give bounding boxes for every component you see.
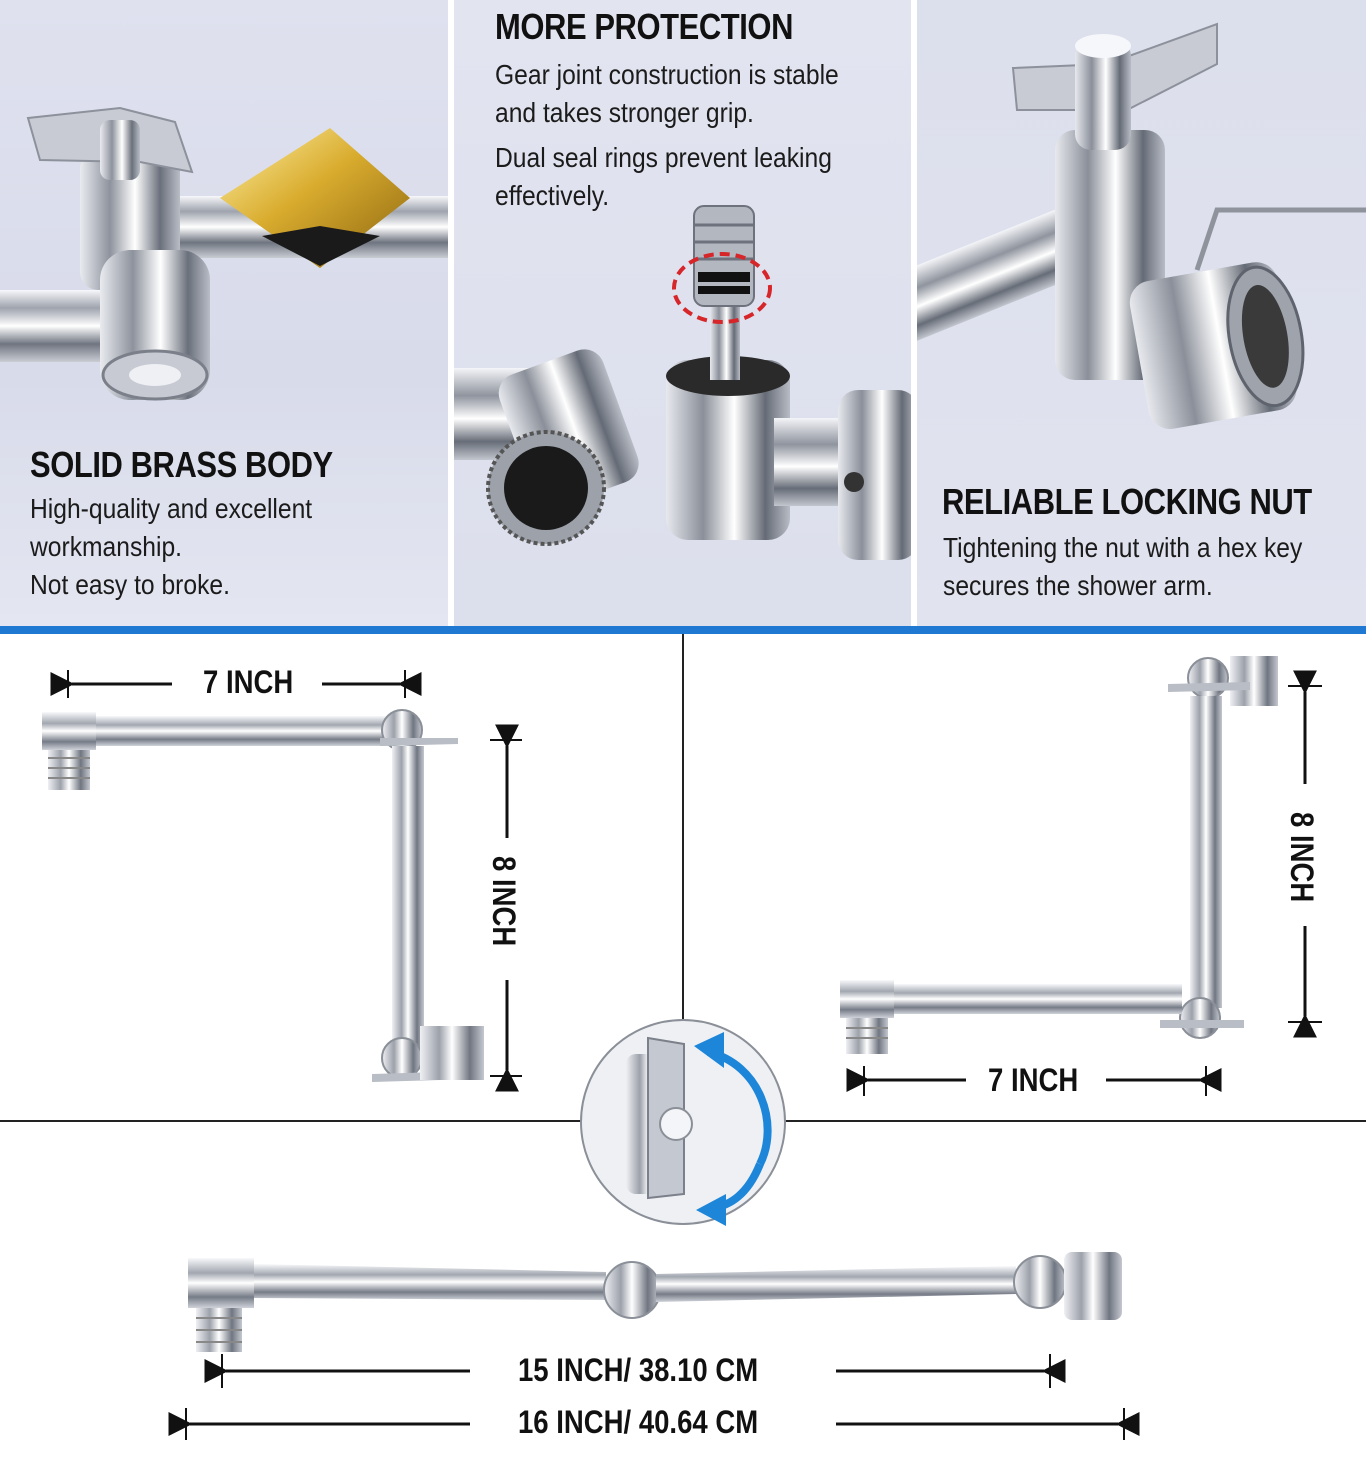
panel-line: and takes stronger grip. — [495, 97, 754, 128]
locking-nut-illustration — [917, 22, 1366, 429]
length-15-label: 15 INCH/ 38.10 CM — [518, 1352, 759, 1388]
seal-ring-highlight-icon — [672, 252, 772, 324]
right-width-label: 7 INCH — [988, 1062, 1079, 1098]
panel-line: workmanship. — [30, 531, 183, 562]
panel-line: secures the shower arm. — [943, 570, 1213, 601]
brass-joint-illustration — [0, 106, 448, 401]
right-height-label: 8 INCH — [1284, 812, 1320, 903]
dimension-drawings — [0, 634, 1366, 1440]
section-divider — [0, 626, 1366, 634]
panel-line: Dual seal rings prevent leaking — [495, 142, 832, 173]
dimensions-section: 7 INCH 8 INCH 8 INCH 7 INCH 15 INCH/ 38.… — [0, 634, 1366, 1470]
panel-title: RELIABLE LOCKING NUT — [942, 481, 1312, 522]
gear-joint-illustration — [454, 205, 911, 560]
left-height-label: 8 INCH — [486, 856, 522, 947]
panel-line: effectively. — [495, 180, 610, 211]
left-width-label: 7 INCH — [203, 664, 294, 700]
panel-title: SOLID BRASS BODY — [30, 444, 333, 485]
rotate-arrows-icon — [580, 1019, 786, 1226]
panel-line: Not easy to broke. — [30, 569, 230, 600]
panel-line: High-quality and excellent — [30, 493, 313, 524]
feature-panels: SOLID BRASS BODY High-quality and excell… — [0, 0, 1366, 626]
panel-solid-brass: SOLID BRASS BODY High-quality and excell… — [0, 0, 448, 626]
length-16-label: 16 INCH/ 40.64 CM — [518, 1404, 759, 1440]
panel-title: MORE PROTECTION — [495, 6, 794, 47]
panel-more-protection: MORE PROTECTION Gear joint construction … — [454, 0, 911, 626]
panel-locking-nut: RELIABLE LOCKING NUT Tightening the nut … — [917, 0, 1366, 626]
panel-line: Tightening the nut with a hex key — [943, 532, 1303, 563]
panel-line: Gear joint construction is stable — [495, 59, 839, 90]
